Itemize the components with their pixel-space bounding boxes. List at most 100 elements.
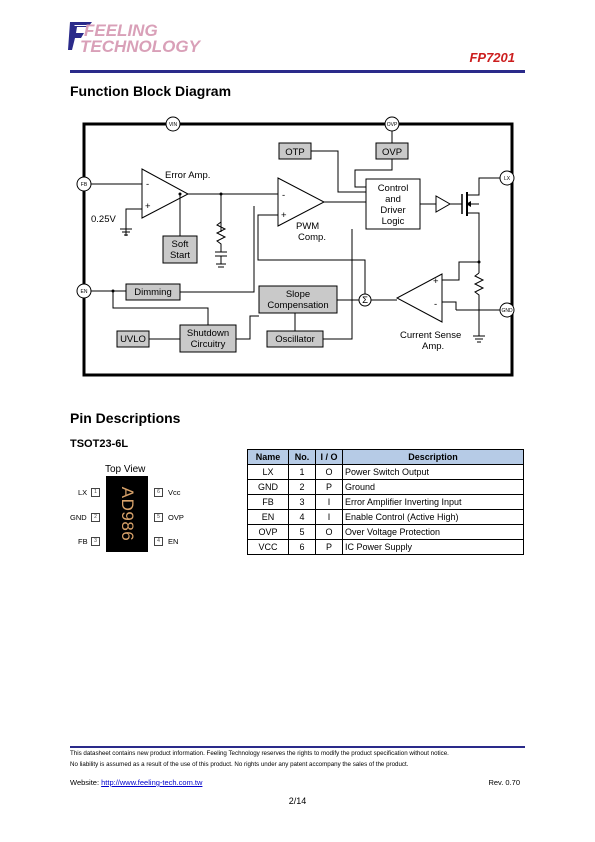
svg-text:Start: Start — [170, 250, 190, 261]
pin-number-2: 2 — [91, 513, 100, 522]
table-row: VCC 6 P IC Power Supply — [247, 539, 524, 555]
pwm-comparator: - + PWM Comp. — [277, 177, 326, 243]
cell-description: IC Power Supply — [342, 539, 524, 555]
page-number: 2/14 — [288, 796, 307, 806]
svg-text:OTP: OTP — [285, 147, 305, 158]
pin-number-4: 4 — [154, 537, 163, 546]
website-label: Website: — [70, 778, 102, 787]
svg-text:Slope: Slope — [286, 289, 310, 300]
pin-label-right-4: EN — [168, 537, 179, 546]
pin-fb: FB — [76, 176, 92, 192]
soft-start-block: Soft Start — [162, 235, 198, 264]
cell-no: 5 — [288, 524, 316, 540]
top-view-label: Top View — [105, 464, 146, 475]
pin-number-1: 1 — [91, 488, 100, 497]
pin-descriptions-title: Pin Descriptions — [70, 410, 181, 426]
function-block-diagram: VIN OVP FB LX EN GND OTP OVP - + Error A… — [76, 116, 515, 377]
summing-node: Σ — [358, 293, 372, 307]
cell-name: OVP — [247, 524, 289, 540]
oscillator-block: Oscillator — [266, 330, 324, 348]
disclaimer-line-2: No liability is assumed as a result of t… — [70, 761, 409, 768]
cell-no: 2 — [288, 479, 316, 495]
table-row: FB 3 I Error Amplifier Inverting Input — [247, 494, 524, 510]
header-rule — [70, 70, 525, 73]
table-row: GND 2 P Ground — [247, 479, 524, 495]
cell-description: Error Amplifier Inverting Input — [342, 494, 524, 510]
cell-name: FB — [247, 494, 289, 510]
cell-io: P — [315, 539, 343, 555]
pin-label-left-1: LX — [78, 488, 88, 497]
pin-description-table: Name No. I / O Description LX 1 O Power … — [247, 449, 524, 555]
pin-gnd: GND — [499, 302, 515, 318]
header-no: No. — [288, 449, 316, 465]
pin-label-right-5: OVP — [168, 513, 184, 522]
pin-vin: VIN — [165, 116, 181, 132]
svg-text:OVP: OVP — [387, 122, 398, 128]
svg-text:EN: EN — [81, 289, 88, 295]
svg-text:+: + — [281, 210, 287, 221]
dimming-block: Dimming — [125, 283, 181, 301]
package-body — [106, 476, 148, 552]
svg-text:PWM: PWM — [296, 221, 319, 232]
svg-text:and: and — [385, 194, 401, 205]
uvlo-block: UVLO — [116, 330, 150, 348]
svg-text:GND: GND — [501, 308, 513, 314]
svg-text:FB: FB — [81, 182, 88, 188]
website-line: Website: http://www.feeling-tech.com.tw — [70, 778, 202, 787]
svg-text:Dimming: Dimming — [134, 287, 171, 298]
cell-description: Power Switch Output — [342, 464, 524, 480]
svg-text:Soft: Soft — [172, 239, 189, 250]
pin-number-3: 3 — [91, 537, 100, 546]
logo-line-2: TECHNOLOGY — [80, 37, 200, 56]
cell-io: O — [315, 524, 343, 540]
svg-text:LX: LX — [504, 176, 511, 182]
cell-description: Over Voltage Protection — [342, 524, 524, 540]
cell-name: VCC — [247, 539, 289, 555]
svg-text:VIN: VIN — [169, 122, 178, 128]
pin-ovp: OVP — [384, 116, 400, 132]
ovp-block: OVP — [375, 142, 409, 160]
svg-text:Compensation: Compensation — [267, 300, 328, 311]
svg-text:Oscillator: Oscillator — [275, 334, 315, 345]
table-row: OVP 5 O Over Voltage Protection — [247, 524, 524, 540]
svg-text:Amp.: Amp. — [422, 341, 444, 352]
block-diagram-title: Function Block Diagram — [70, 83, 232, 99]
svg-text:Control: Control — [378, 183, 409, 194]
cell-name: GND — [247, 479, 289, 495]
part-number: FP7201 — [469, 50, 515, 65]
disclaimer-line-1: This datasheet contains new product info… — [70, 750, 449, 757]
svg-text:+: + — [433, 276, 439, 287]
pin-lx: LX — [499, 170, 515, 186]
svg-text:Current Sense: Current Sense — [400, 330, 461, 341]
svg-text:Σ: Σ — [362, 295, 368, 306]
table-row: LX 1 O Power Switch Output — [247, 464, 524, 480]
pin-label-left-3: FB — [78, 537, 88, 546]
control-driver-logic-block: Control and Driver Logic — [365, 178, 421, 230]
svg-text:UVLO: UVLO — [120, 334, 146, 345]
package-marking: AD986 — [118, 486, 138, 542]
svg-text:-: - — [282, 190, 285, 201]
pin-label-right-6: Vcc — [168, 488, 181, 497]
revision: Rev. 0.70 — [488, 778, 520, 787]
package-name: TSOT23-6L — [70, 438, 129, 450]
cell-no: 1 — [288, 464, 316, 480]
cell-io: P — [315, 479, 343, 495]
table-row: EN 4 I Enable Control (Active High) — [247, 509, 524, 525]
svg-text:Comp.: Comp. — [298, 232, 326, 243]
cell-description: Enable Control (Active High) — [342, 509, 524, 525]
pin-label-left-2: GND — [70, 513, 87, 522]
svg-text:+: + — [145, 201, 151, 212]
svg-text:-: - — [146, 179, 149, 190]
header-io: I / O — [315, 449, 343, 465]
header-description: Description — [342, 449, 524, 465]
pin-number-6: 6 — [154, 488, 163, 497]
svg-text:Driver: Driver — [380, 205, 405, 216]
cell-description: Ground — [342, 479, 524, 495]
svg-text:Shutdown: Shutdown — [187, 328, 229, 339]
company-logo-icon — [68, 22, 92, 50]
svg-text:Logic: Logic — [382, 216, 405, 227]
cell-no: 6 — [288, 539, 316, 555]
website-link[interactable]: http://www.feeling-tech.com.tw — [101, 778, 203, 787]
logo-line-1: FEELING — [84, 21, 158, 40]
cell-io: I — [315, 494, 343, 510]
